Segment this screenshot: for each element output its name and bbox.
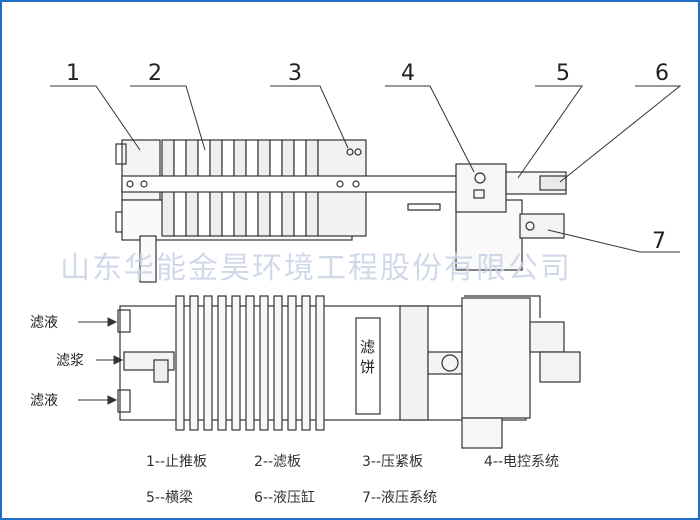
flow-arrows — [78, 317, 124, 405]
thrust-plate-handle-top — [115, 143, 127, 165]
plan-hydraulic-block — [461, 297, 531, 419]
slurry-label: 滤浆 — [56, 353, 84, 369]
hydraulic-pump — [519, 213, 565, 239]
cake-chamber — [355, 317, 381, 415]
filtrate-label-top: 滤液 — [30, 315, 58, 331]
side-view — [115, 139, 567, 283]
legend-item-1: 1--止推板 — [146, 454, 207, 470]
legend-item-3: 3--压紧板 — [362, 454, 423, 470]
callout-6: 6 — [655, 61, 669, 86]
callout-1: 1 — [66, 61, 80, 86]
legend-item-7: 7--液压系统 — [362, 490, 437, 506]
support-leg — [139, 235, 157, 283]
callout-5: 5 — [556, 61, 570, 86]
company-watermark: 山东华能金昊环境工程股份有限公司 — [60, 251, 572, 286]
plan-pressing-plate — [399, 305, 429, 421]
filter-plates-plan — [175, 295, 325, 431]
legend-item-5: 5--横梁 — [146, 490, 193, 506]
control-box — [455, 163, 507, 213]
filtrate-label-bottom: 滤液 — [30, 393, 58, 409]
callout-7: 7 — [652, 229, 666, 254]
legend-item-6: 6--液压缸 — [254, 489, 315, 506]
callout-3: 3 — [288, 61, 302, 86]
plan-valve-block — [529, 321, 565, 353]
callout-4: 4 — [401, 61, 415, 86]
legend-item-2: 2--滤板 — [254, 454, 301, 470]
legend-item-4: 4--电控系统 — [484, 454, 559, 470]
callout-leaders — [50, 85, 682, 253]
cake-label: 滤 饼 — [360, 338, 380, 376]
plan-handle-bottom — [117, 389, 131, 413]
plan-view — [117, 295, 581, 449]
plan-handle-top — [117, 309, 131, 333]
callout-2: 2 — [148, 61, 162, 86]
